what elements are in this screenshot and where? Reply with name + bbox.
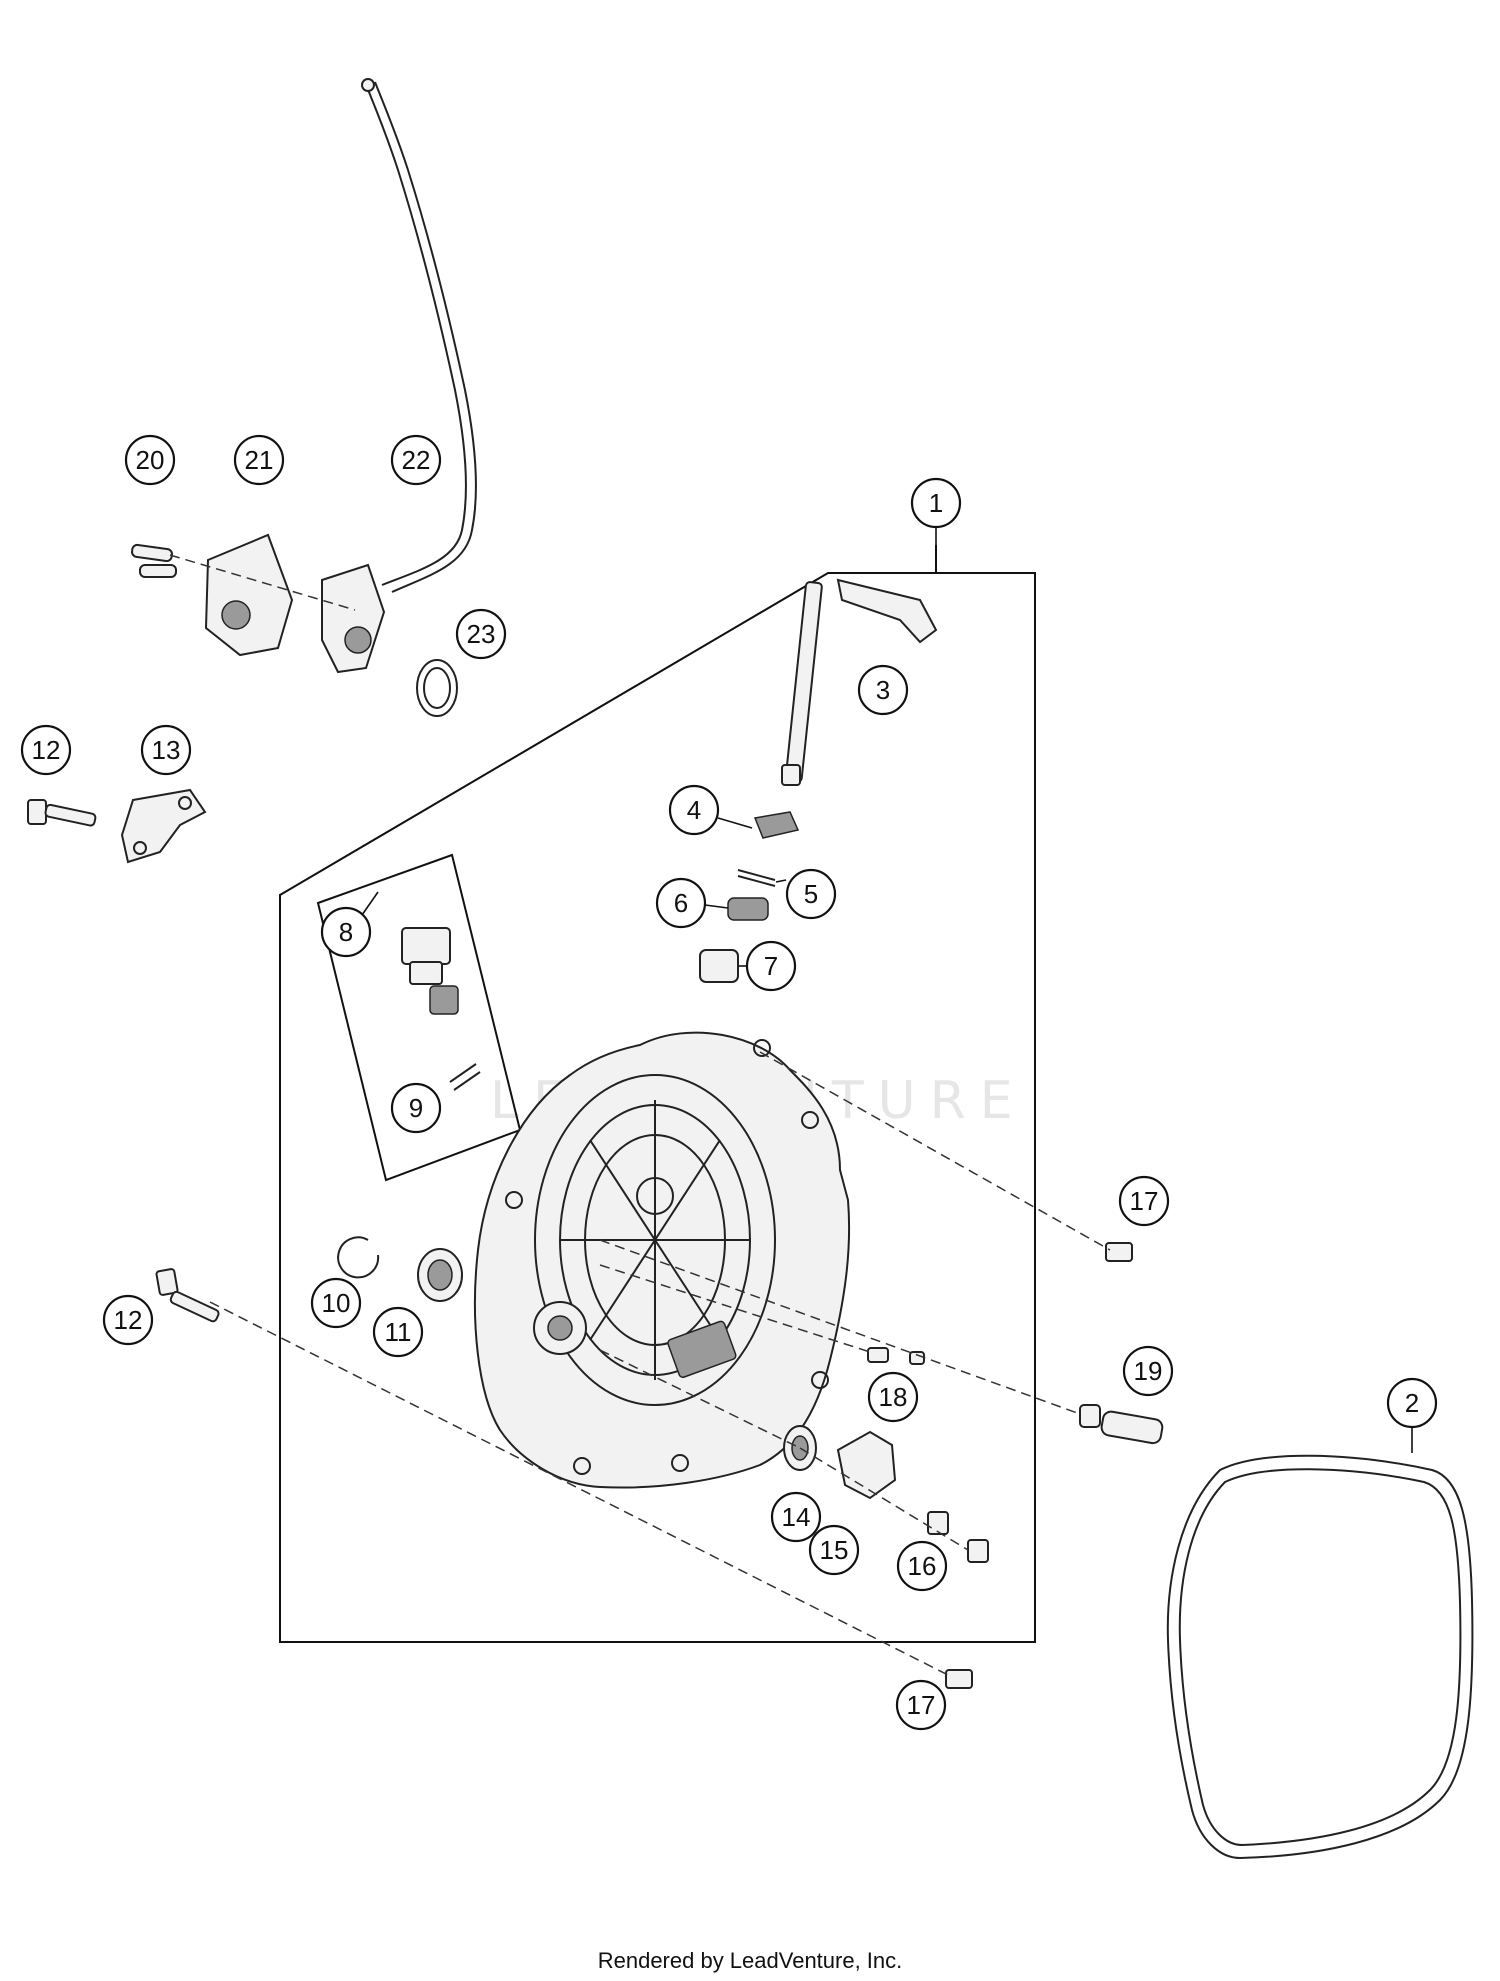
- gasket-inner: [1178, 1468, 1462, 1847]
- release-shaft: [781, 578, 938, 786]
- svg-text:5: 5: [804, 879, 818, 909]
- svg-text:6: 6: [674, 888, 688, 918]
- dowel-pin: [1079, 1404, 1164, 1445]
- small-parts: [699, 811, 800, 983]
- callout-15: 15: [808, 1524, 860, 1576]
- callout-16: 16: [896, 1540, 948, 1592]
- svg-text:8: 8: [339, 917, 353, 947]
- svg-text:17: 17: [1130, 1186, 1159, 1216]
- svg-text:20: 20: [136, 445, 165, 475]
- circlip-and-seal: [337, 1236, 463, 1302]
- callout-8: 8: [320, 906, 372, 958]
- svg-text:18: 18: [879, 1382, 908, 1412]
- footer-credit: Rendered by LeadVenture, Inc.: [597, 1948, 903, 1973]
- svg-text:12: 12: [32, 735, 61, 765]
- svg-text:13: 13: [152, 735, 181, 765]
- callout-1: 1: [910, 477, 962, 529]
- svg-text:10: 10: [322, 1288, 351, 1318]
- svg-text:12: 12: [114, 1305, 143, 1335]
- callout-12-lower: 12: [102, 1294, 154, 1346]
- leader-lines: [704, 527, 1413, 1453]
- callout-10: 10: [310, 1277, 362, 1329]
- callout-3: 3: [857, 664, 909, 716]
- callout-5: 5: [785, 868, 837, 920]
- svg-text:15: 15: [820, 1535, 849, 1565]
- callout-11: 11: [372, 1306, 424, 1358]
- svg-text:4: 4: [687, 795, 701, 825]
- callout-7: 7: [745, 940, 797, 992]
- clutch-release-mechanism: [131, 533, 386, 674]
- svg-text:17: 17: [907, 1690, 936, 1720]
- callout-2: 2: [1386, 1377, 1438, 1429]
- svg-text:11: 11: [385, 1317, 412, 1347]
- svg-text:22: 22: [402, 445, 431, 475]
- callout-4: 4: [668, 784, 720, 836]
- callout-17-upper: 17: [1118, 1175, 1170, 1227]
- callout-21: 21: [233, 434, 285, 486]
- svg-text:16: 16: [908, 1551, 937, 1581]
- callout-12-left: 12: [20, 724, 72, 776]
- svg-text:2: 2: [1405, 1388, 1419, 1418]
- svg-text:23: 23: [467, 619, 496, 649]
- cover-bolts: [155, 1242, 1133, 1689]
- callout-17-lower: 17: [895, 1679, 947, 1731]
- small-screw: [867, 1347, 925, 1365]
- callout-19: 19: [1122, 1345, 1174, 1397]
- callout-9: 9: [390, 1082, 442, 1134]
- svg-text:14: 14: [782, 1502, 811, 1532]
- assembly-frame: [279, 545, 1036, 1643]
- o-ring-inner: [423, 667, 451, 709]
- alignment-lines: [209, 1051, 1111, 1677]
- bracket-and-bolt: [27, 788, 207, 864]
- o-ring: [416, 659, 458, 717]
- clutch-cover: [474, 1031, 851, 1489]
- svg-text:7: 7: [764, 951, 778, 981]
- clutch-cable: [361, 78, 477, 593]
- svg-text:21: 21: [245, 445, 274, 475]
- callout-13: 13: [140, 724, 192, 776]
- callout-18: 18: [867, 1371, 919, 1423]
- svg-text:19: 19: [1134, 1356, 1163, 1386]
- svg-text:3: 3: [876, 675, 890, 705]
- sight-glass-parts: [783, 1425, 989, 1563]
- svg-text:9: 9: [409, 1093, 423, 1123]
- callout-14: 14: [770, 1491, 822, 1543]
- svg-text:1: 1: [929, 488, 943, 518]
- callout-6: 6: [655, 877, 707, 929]
- gasket: [1166, 1454, 1474, 1860]
- callout-23: 23: [455, 608, 507, 660]
- callout-20: 20: [124, 434, 176, 486]
- callout-22: 22: [390, 434, 442, 486]
